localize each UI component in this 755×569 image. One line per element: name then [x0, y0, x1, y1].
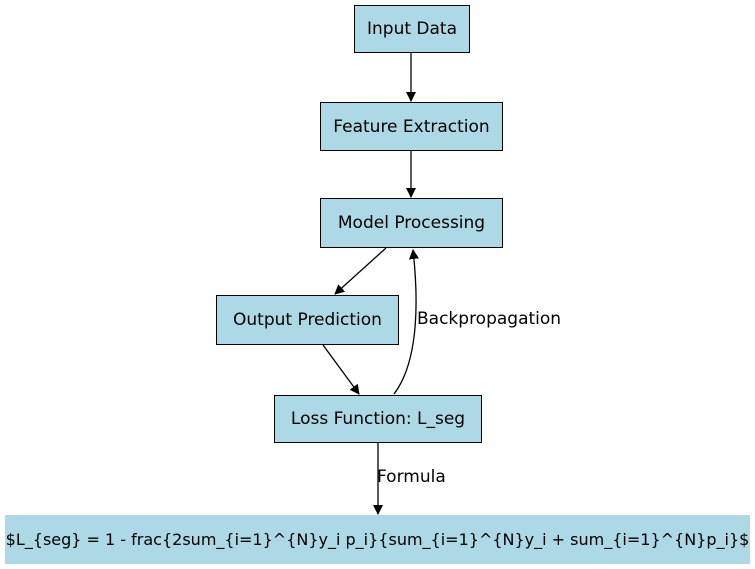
edge-label-backpropagation: Backpropagation [417, 309, 562, 329]
node-formula: $L_{seg} = 1 - frac{2sum_{i=1}^{N}y_i p_… [5, 515, 750, 564]
node-feature-extraction: Feature Extraction [320, 102, 503, 151]
edge-loss-to-model-backprop [393, 249, 419, 395]
edge-label-formula: Formula [377, 467, 446, 487]
edge-model-to-output [334, 247, 387, 295]
node-loss-function: Loss Function: L_seg [274, 395, 482, 443]
node-input-data: Input Data [354, 5, 470, 53]
node-model-processing: Model Processing [320, 198, 503, 248]
edge-output-to-loss [322, 344, 360, 395]
node-output-prediction: Output Prediction [216, 295, 399, 345]
